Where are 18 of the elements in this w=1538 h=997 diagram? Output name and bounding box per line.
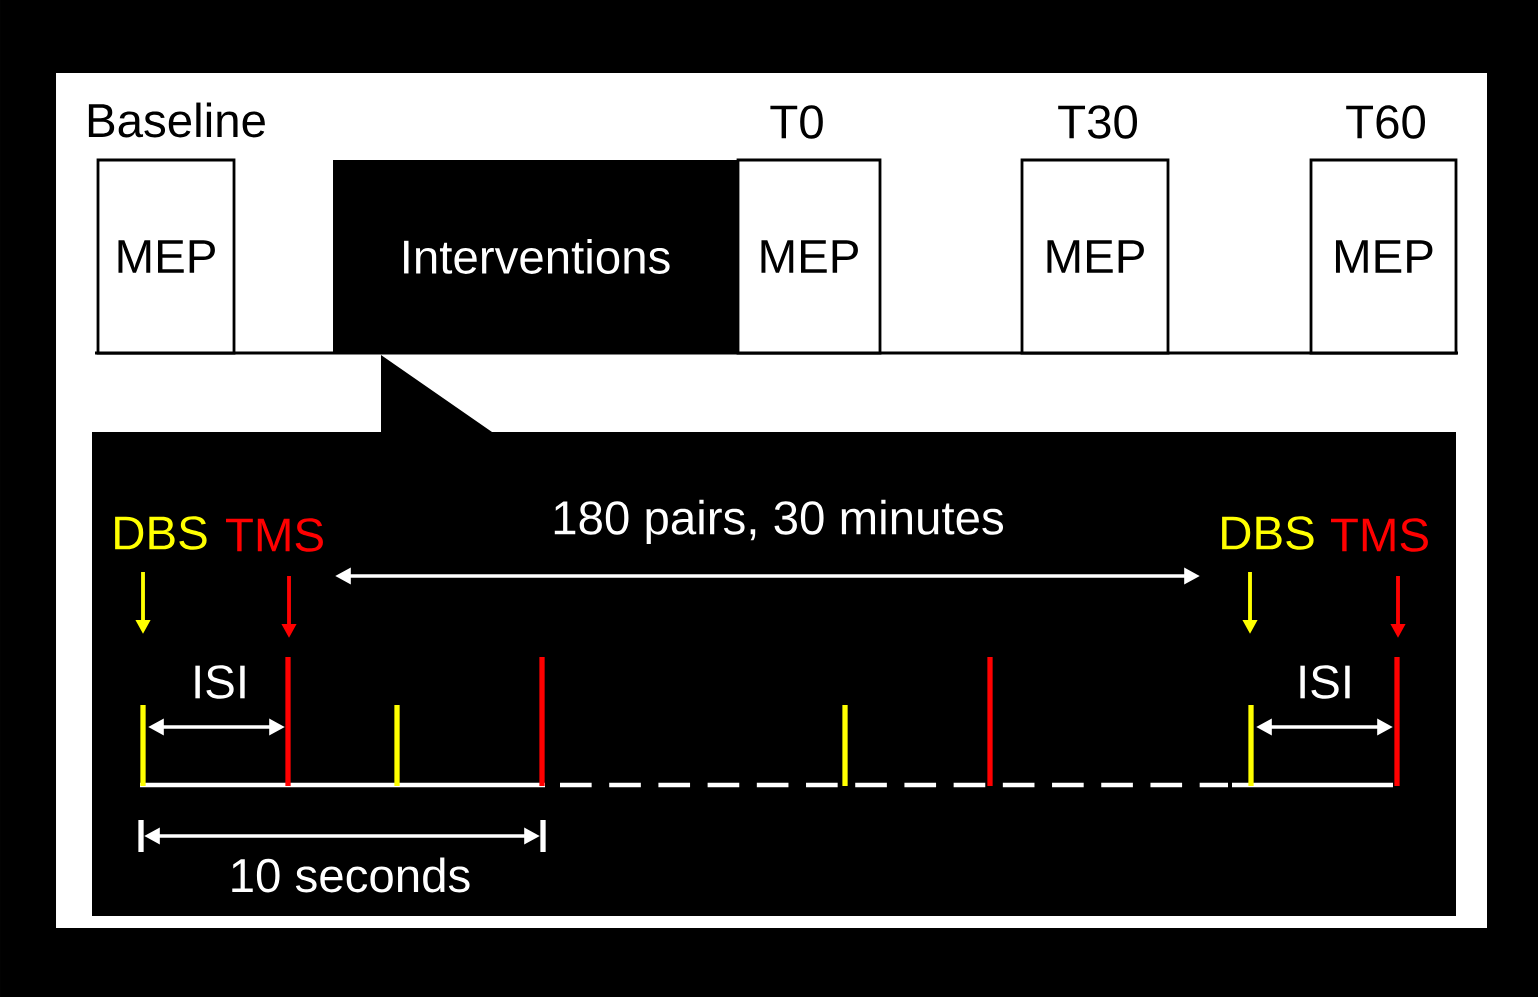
- mep-box: MEP: [1020, 158, 1170, 355]
- time-label: Baseline: [88, 102, 265, 138]
- panel-label: ISI: [1300, 665, 1350, 699]
- mep-box: MEP: [736, 158, 882, 355]
- panel-label: TMS: [226, 518, 323, 552]
- mep-box: MEP: [96, 158, 236, 355]
- time-label: T60: [1346, 105, 1425, 139]
- panel-label: 10 seconds: [232, 857, 470, 893]
- time-label: T0: [770, 105, 823, 139]
- panel-label: TMS: [1331, 518, 1428, 552]
- panel-label: 180 pairs, 30 minutes: [554, 499, 1003, 545]
- intervention-box: Interventions: [333, 160, 738, 353]
- time-label: T30: [1058, 105, 1137, 139]
- panel-label: DBS: [1222, 516, 1314, 550]
- panel-label: DBS: [115, 516, 207, 550]
- callout-panel: [92, 355, 1456, 916]
- mep-box: MEP: [1309, 158, 1458, 355]
- panel-label: ISI: [195, 665, 245, 699]
